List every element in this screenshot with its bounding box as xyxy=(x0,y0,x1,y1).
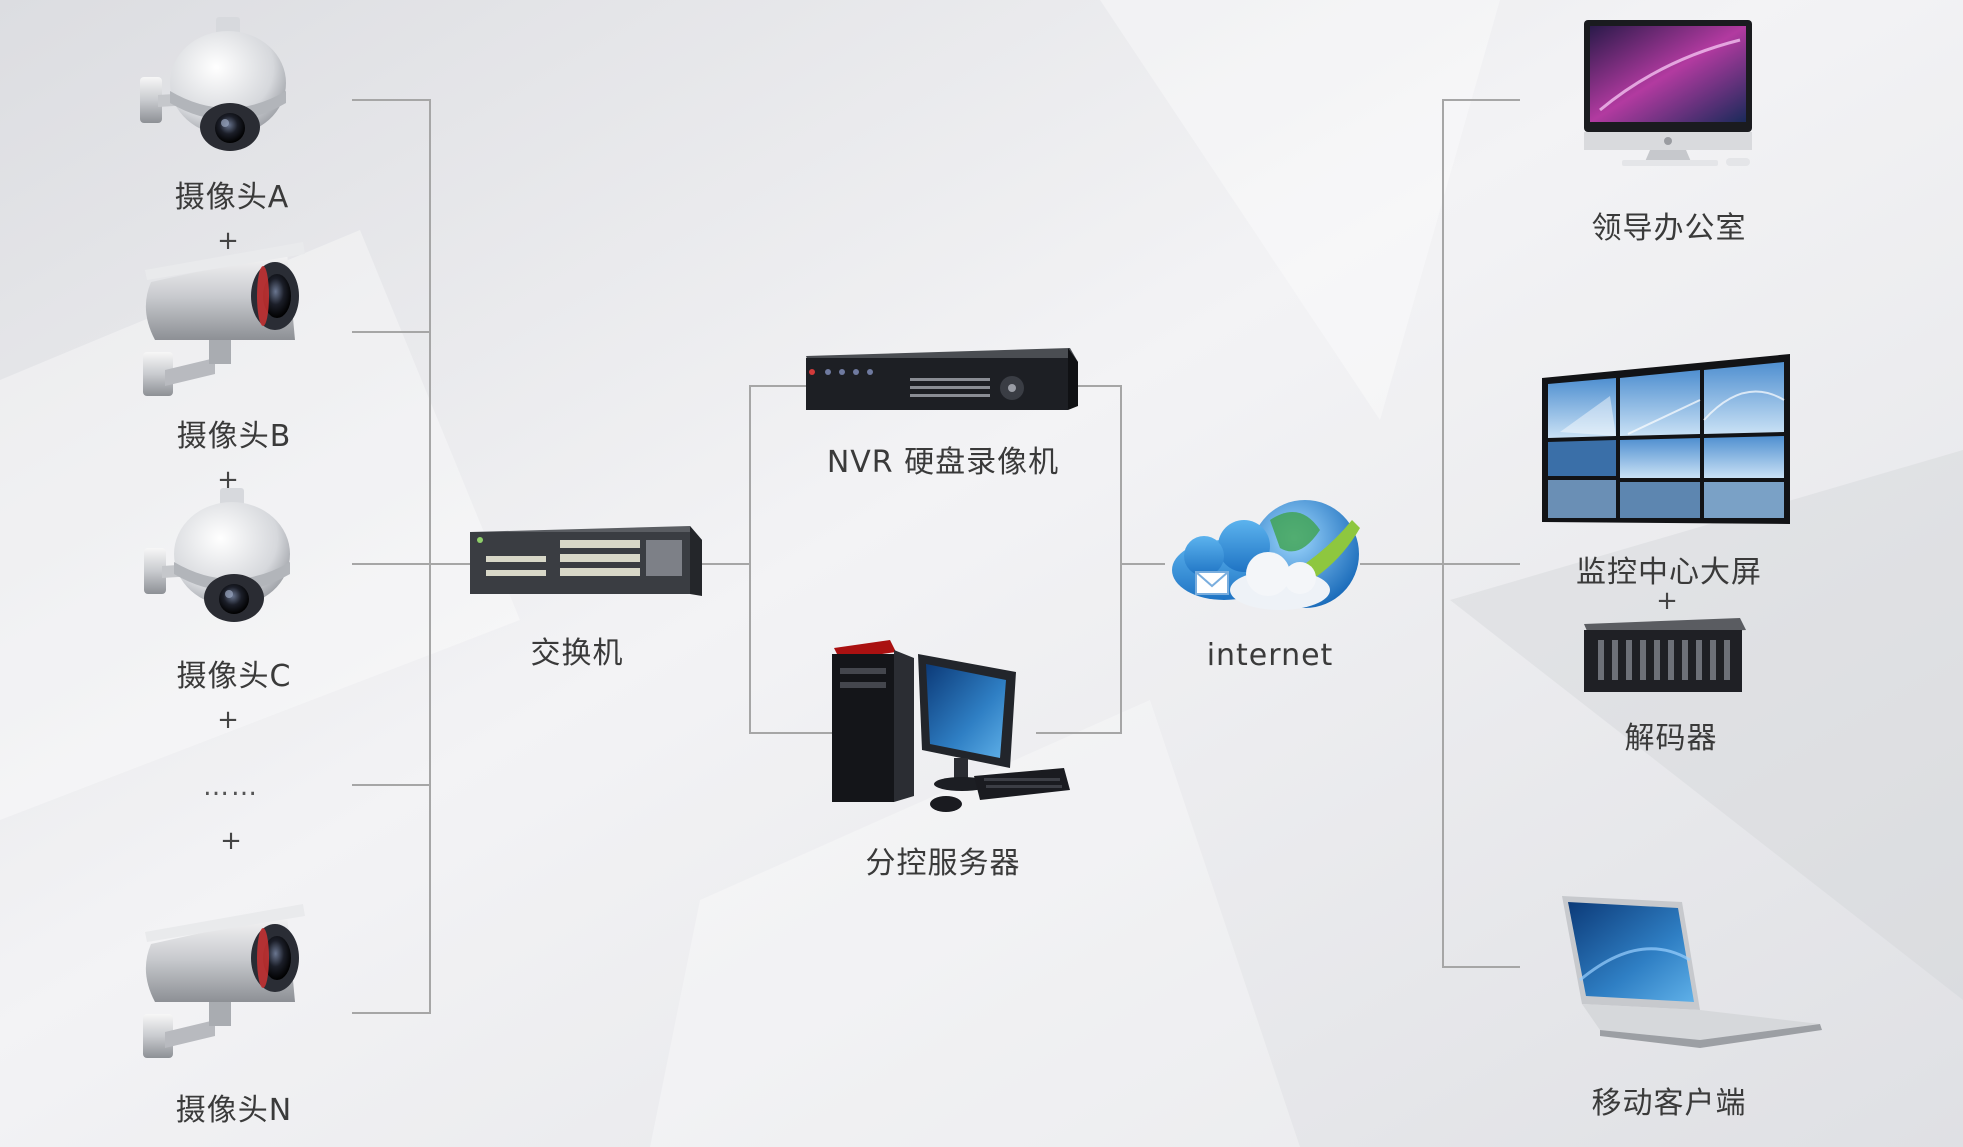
hub-to-internet-fork xyxy=(1036,385,1122,734)
background-facet xyxy=(1450,450,1963,1000)
server-label: 分控服务器 xyxy=(865,846,1021,881)
nvr-icon xyxy=(806,348,1078,410)
clients-bus-line xyxy=(1442,99,1520,968)
connection-lines xyxy=(352,99,1520,1014)
plus-sign: + xyxy=(217,705,239,735)
plus-sign: + xyxy=(220,826,242,856)
switch-fork-line xyxy=(749,385,838,734)
nvr-label: NVR 硬盘录像机 xyxy=(826,445,1060,480)
mobile-label: 移动客户端 xyxy=(1591,1086,1747,1121)
office-label: 领导办公室 xyxy=(1591,211,1747,246)
video-wall-icon xyxy=(1542,354,1790,524)
background-facet xyxy=(650,700,1300,1147)
camera-a-icon xyxy=(140,17,286,151)
camera-c-icon xyxy=(144,488,290,622)
camera-a-label: 摄像头A xyxy=(174,180,290,215)
camera-c-label: 摄像头C xyxy=(176,659,292,694)
decoder-label: 解码器 xyxy=(1624,721,1718,756)
camera-n-icon xyxy=(143,904,305,1058)
switch-label: 交换机 xyxy=(530,636,624,671)
plus-sign: + xyxy=(217,465,239,495)
camera-b-label: 摄像头B xyxy=(176,419,292,454)
laptop-icon xyxy=(1562,896,1822,1048)
more-cameras-ellipsis: …… xyxy=(203,772,259,802)
camera-bus-line xyxy=(352,99,431,1014)
office-monitor-icon xyxy=(1584,20,1752,166)
videowall-label: 监控中心大屏 xyxy=(1576,555,1762,590)
server-icon xyxy=(832,640,1070,812)
background-facet xyxy=(1100,0,1500,420)
internet-cloud-icon xyxy=(1172,500,1360,610)
plus-sign: + xyxy=(217,226,239,256)
camera-n-label: 摄像头N xyxy=(175,1093,293,1128)
switch-icon xyxy=(470,526,702,596)
plus-sign: + xyxy=(1656,586,1678,616)
camera-b-icon xyxy=(143,242,305,396)
decoder-icon xyxy=(1584,618,1746,692)
internet-label: internet xyxy=(1206,638,1334,673)
